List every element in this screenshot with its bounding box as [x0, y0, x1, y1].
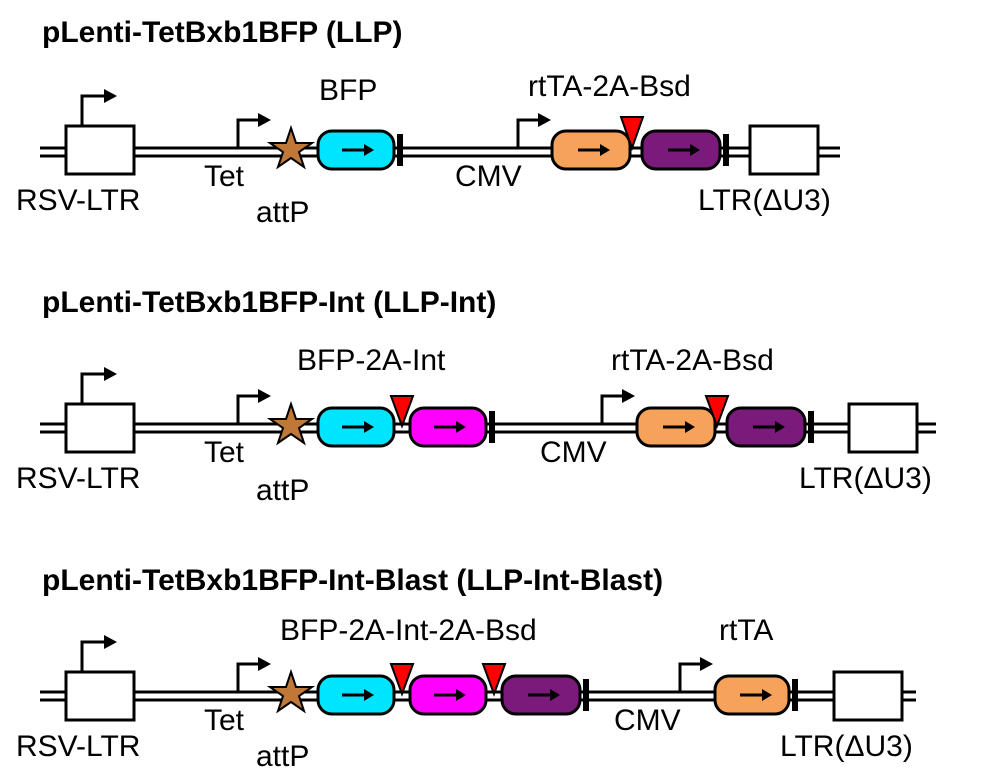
attp-star-icon — [266, 124, 316, 170]
construct-llp: pLenti-TetBxb1BFP (LLP) RSV-LTR Tet attP… — [16, 16, 840, 229]
arrowhead-icon — [258, 113, 271, 127]
terminator-bar — [583, 679, 589, 711]
cassette1-label: BFP-2A-Int — [297, 344, 446, 377]
arrowhead-icon — [456, 421, 466, 433]
attp-label: attP — [256, 474, 309, 507]
arrowhead-icon — [600, 144, 610, 156]
arrowhead-icon — [104, 635, 117, 649]
ltr-du3-box — [832, 670, 904, 722]
rsv-ltr-box — [64, 402, 136, 454]
terminator-bar — [489, 411, 495, 443]
promoter-arrow-icon — [80, 94, 106, 126]
rsv-ltr-label: RSV-LTR — [16, 462, 140, 495]
2a-cleavage-triangle-icon — [389, 395, 415, 429]
2a-cleavage-triangle-icon — [389, 663, 415, 697]
cassette2-label: rtTA-2A-Bsd — [528, 70, 691, 103]
arrowhead-icon — [258, 389, 271, 403]
2a-cleavage-triangle-icon — [704, 395, 730, 429]
ltr-du3-box — [847, 402, 919, 454]
cassette1-label: BFP — [319, 74, 377, 107]
cmv-promoter-arrow-icon — [678, 662, 702, 692]
arrowhead-icon — [762, 689, 772, 701]
rsv-ltr-box — [64, 670, 136, 722]
construct-title: pLenti-TetBxb1BFP-Int (LLP-Int) — [42, 286, 496, 319]
arrowhead-icon — [258, 657, 271, 671]
cassette1-label: BFP-2A-Int-2A-Bsd — [280, 614, 537, 647]
rsv-ltr-box — [64, 124, 136, 176]
construct-llp-int: pLenti-TetBxb1BFP-Int (LLP-Int) RSV-LTR … — [16, 286, 936, 507]
cassette2-label: rtTA-2A-Bsd — [611, 344, 774, 377]
terminator-bar — [723, 134, 729, 166]
arrowhead-icon — [550, 689, 560, 701]
attp-star-icon — [266, 400, 316, 446]
cmv-label: CMV — [540, 436, 607, 469]
arrowhead-icon — [364, 421, 374, 433]
attp-label: attP — [256, 740, 309, 773]
terminator-bar — [397, 134, 403, 166]
attp-label: attP — [256, 196, 309, 229]
ltr-du3-label: LTR(ΔU3) — [799, 462, 932, 495]
tet-promoter-arrow-icon — [236, 118, 260, 148]
attp-star-icon — [266, 668, 316, 714]
arrowhead-icon — [456, 689, 466, 701]
cmv-label: CMV — [455, 160, 522, 193]
rsv-ltr-label: RSV-LTR — [16, 730, 140, 763]
arrowhead-icon — [364, 689, 374, 701]
cmv-promoter-arrow-icon — [600, 394, 624, 424]
2a-cleavage-triangle-icon — [481, 663, 507, 697]
arrowhead-icon — [622, 389, 635, 403]
construct-title: pLenti-TetBxb1BFP (LLP) — [42, 16, 403, 49]
terminator-bar — [808, 411, 814, 443]
tet-promoter-arrow-icon — [236, 662, 260, 692]
cmv-label: CMV — [614, 704, 681, 737]
arrowhead-icon — [775, 421, 785, 433]
promoter-arrow-icon — [80, 640, 106, 672]
cmv-promoter-arrow-icon — [516, 118, 540, 148]
arrowhead-icon — [364, 144, 374, 156]
ltr-du3-label: LTR(ΔU3) — [780, 730, 913, 763]
ltr-du3-box — [748, 124, 820, 176]
arrowhead-icon — [104, 367, 117, 381]
arrowhead-icon — [685, 421, 695, 433]
terminator-bar — [792, 679, 798, 711]
tet-label: Tet — [204, 704, 245, 737]
tet-label: Tet — [204, 160, 245, 193]
cassette2-label: rtTA — [719, 614, 773, 647]
construct-title: pLenti-TetBxb1BFP-Int-Blast (LLP-Int-Bla… — [42, 564, 663, 597]
arrowhead-icon — [690, 144, 700, 156]
tet-label: Tet — [204, 436, 245, 469]
promoter-arrow-icon — [80, 372, 106, 404]
ltr-du3-label: LTR(ΔU3) — [698, 184, 831, 217]
arrowhead-icon — [700, 657, 713, 671]
2a-cleavage-triangle-icon — [619, 116, 645, 151]
construct-llp-int-blast: pLenti-TetBxb1BFP-Int-Blast (LLP-Int-Bla… — [16, 564, 916, 773]
arrowhead-icon — [538, 113, 551, 127]
rsv-ltr-label: RSV-LTR — [16, 184, 140, 217]
arrowhead-icon — [104, 89, 117, 103]
tet-promoter-arrow-icon — [236, 394, 260, 424]
